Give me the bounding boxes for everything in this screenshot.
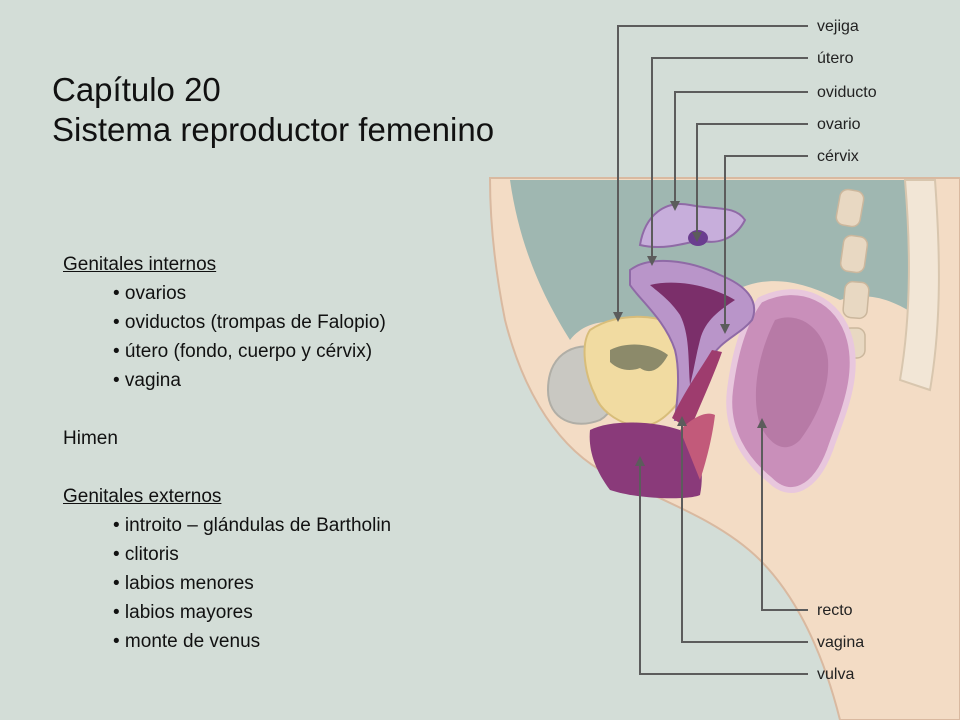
abdominal-cavity (510, 180, 935, 340)
label-uterus: útero (817, 50, 854, 67)
internal-item-vagina: • vagina (113, 370, 181, 391)
oviduct (638, 203, 747, 249)
rectum-lumen (755, 317, 829, 448)
vertebrae (835, 188, 870, 359)
label-oviduct: oviducto (817, 84, 877, 101)
slide-content: Genitales internos • ovarios • oviductos… (63, 250, 493, 656)
vagina-canal (672, 350, 722, 430)
internal-heading: Genitales internos (63, 254, 217, 275)
external-heading: Genitales externos (63, 486, 222, 507)
label-cervix: cérvix (817, 148, 859, 165)
vulva (589, 422, 702, 499)
label-vagina: vagina (817, 634, 865, 651)
chapter-subtitle: Sistema reproductor femenino (52, 111, 495, 148)
external-item-labia-minora: • labios menores (113, 573, 254, 594)
internal-item-ovaries: • ovarios (113, 283, 187, 304)
internal-item-uterus: • útero (fondo, cuerpo y cérvix) (113, 341, 373, 362)
external-item-labia-majora: • labios mayores (113, 602, 253, 623)
label-ovary: ovario (817, 116, 861, 133)
external-item-clitoris: • clitoris (113, 544, 179, 565)
chapter-title: Capítulo 20 (52, 71, 221, 108)
uterine-cavity (650, 282, 735, 385)
perineum-folds (680, 413, 715, 480)
bladder-lining (610, 344, 668, 372)
hymen-heading: Himen (63, 428, 118, 449)
label-vulva: vulva (817, 666, 855, 683)
label-rectum: recto (817, 602, 853, 619)
leader-arrowheads (613, 201, 767, 466)
external-item-mons: • monte de venus (113, 631, 261, 652)
leader-lines (617, 25, 808, 675)
external-item-introitus: • introito – glándulas de Bartholin (113, 515, 392, 536)
spine (898, 179, 940, 392)
label-bladder: vejiga (817, 18, 859, 35)
internal-item-oviducts: • oviductos (trompas de Falopio) (113, 312, 386, 333)
slide-title: Capítulo 20 Sistema reproductor femenino (52, 70, 494, 150)
